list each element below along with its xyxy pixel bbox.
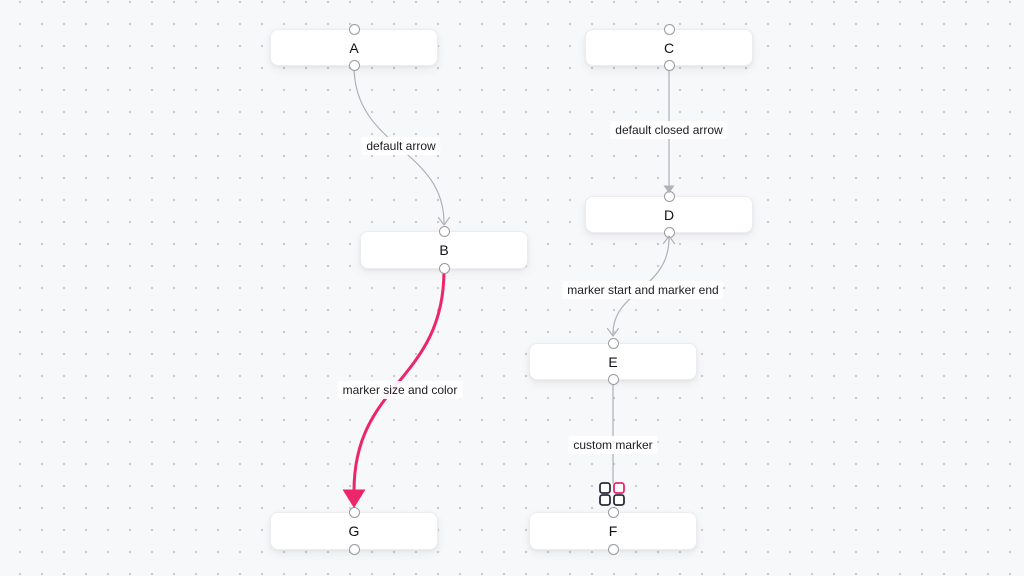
node-label: B bbox=[439, 242, 449, 258]
node-G[interactable]: G bbox=[270, 507, 438, 555]
edge-label-C-D: default closed arrow bbox=[610, 121, 728, 139]
node-label: G bbox=[348, 523, 360, 539]
node-A[interactable]: A bbox=[270, 24, 438, 71]
node-B-source-handle[interactable] bbox=[438, 263, 450, 274]
node-label: D bbox=[663, 206, 675, 223]
node-C-source-handle[interactable] bbox=[663, 60, 675, 71]
edge-label-D-E: marker start and marker end bbox=[562, 281, 724, 299]
node-E-source-handle[interactable] bbox=[607, 374, 619, 385]
node-C-target-handle[interactable] bbox=[663, 24, 675, 35]
node-F[interactable]: F bbox=[529, 507, 697, 555]
node-B-target-handle[interactable] bbox=[438, 226, 450, 237]
node-label: E bbox=[608, 353, 618, 370]
node-F-source-handle[interactable] bbox=[607, 544, 619, 555]
edge-label-A-B: default arrow bbox=[361, 137, 441, 155]
node-A-source-handle[interactable] bbox=[348, 60, 360, 71]
node-E-target-handle[interactable] bbox=[607, 338, 619, 349]
node-G-source-handle[interactable] bbox=[348, 544, 360, 555]
node-label: C bbox=[663, 39, 675, 56]
node-B[interactable]: B bbox=[360, 226, 528, 274]
node-label: A bbox=[349, 39, 359, 56]
node-label: F bbox=[608, 523, 618, 539]
edge-label-E-F: custom marker bbox=[568, 436, 658, 454]
node-E[interactable]: E bbox=[529, 338, 697, 385]
node-D[interactable]: D bbox=[585, 191, 753, 238]
node-C[interactable]: C bbox=[585, 24, 753, 71]
node-F-target-handle[interactable] bbox=[607, 507, 619, 518]
edge-label-B-G: marker size and color bbox=[337, 381, 463, 399]
node-A-target-handle[interactable] bbox=[348, 24, 360, 35]
